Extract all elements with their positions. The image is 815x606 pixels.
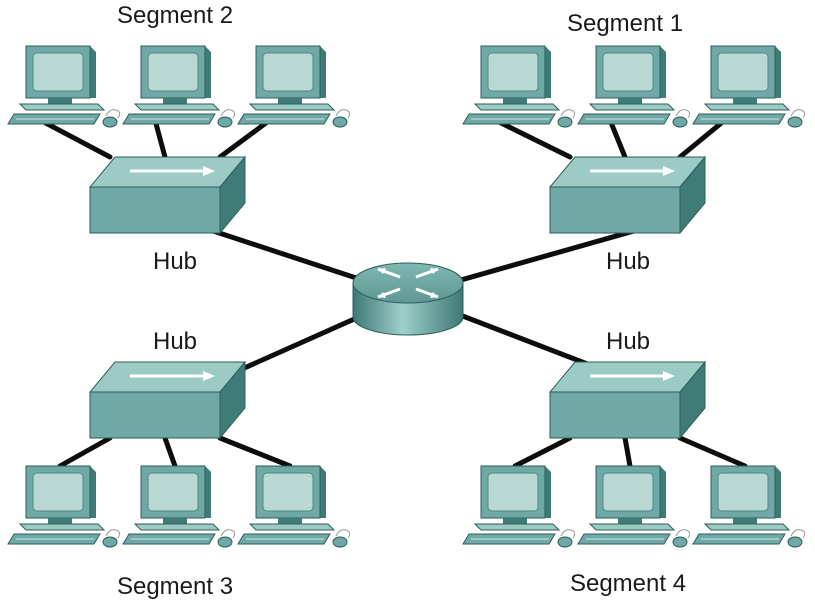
computer-icon <box>122 45 236 128</box>
segment-4-hub-label: Hub <box>605 328 651 355</box>
segment-2-pc-cable <box>217 117 273 160</box>
segment-1-pc-cable <box>607 117 628 160</box>
computer-icon <box>7 465 121 548</box>
computer-icon <box>462 465 576 548</box>
segment-1-label: Segment 1 <box>566 10 684 37</box>
devices <box>7 45 806 548</box>
segment-4-pc-cable <box>622 435 633 469</box>
segment-4-pc-cable <box>677 435 748 469</box>
computer-icon <box>577 465 691 548</box>
segment-3-hub-label: Hub <box>152 328 198 355</box>
computer-icon <box>692 45 806 128</box>
hub-icon <box>88 155 247 235</box>
computer-icon <box>7 45 121 128</box>
segment-1-hub-label: Hub <box>605 248 651 275</box>
segment-3-pc-cable <box>162 435 178 469</box>
router-icon <box>352 262 464 336</box>
computer-icon <box>237 465 351 548</box>
segment-2-label: Segment 2 <box>116 2 234 29</box>
computer-icon <box>122 465 236 548</box>
segment-1-pc-cable <box>677 117 728 160</box>
hub-icon <box>88 360 247 440</box>
computer-icon <box>462 45 576 128</box>
computer-icon <box>237 45 351 128</box>
segment-4-pc-cable <box>512 435 573 469</box>
hub-icon <box>548 155 707 235</box>
segment-4-label: Segment 4 <box>569 570 687 597</box>
segment-1-pc-cable <box>492 117 573 160</box>
computer-icon <box>577 45 691 128</box>
segment-2-pc-cable <box>152 117 168 160</box>
segment-3-label: Segment 3 <box>116 573 234 600</box>
segment-3-pc-cable <box>57 435 113 469</box>
segment-2-hub-label: Hub <box>152 248 198 275</box>
hub-icon <box>548 360 707 440</box>
segment-3-pc-cable <box>217 435 293 469</box>
segment-2-pc-cable <box>37 117 113 160</box>
computer-icon <box>692 465 806 548</box>
